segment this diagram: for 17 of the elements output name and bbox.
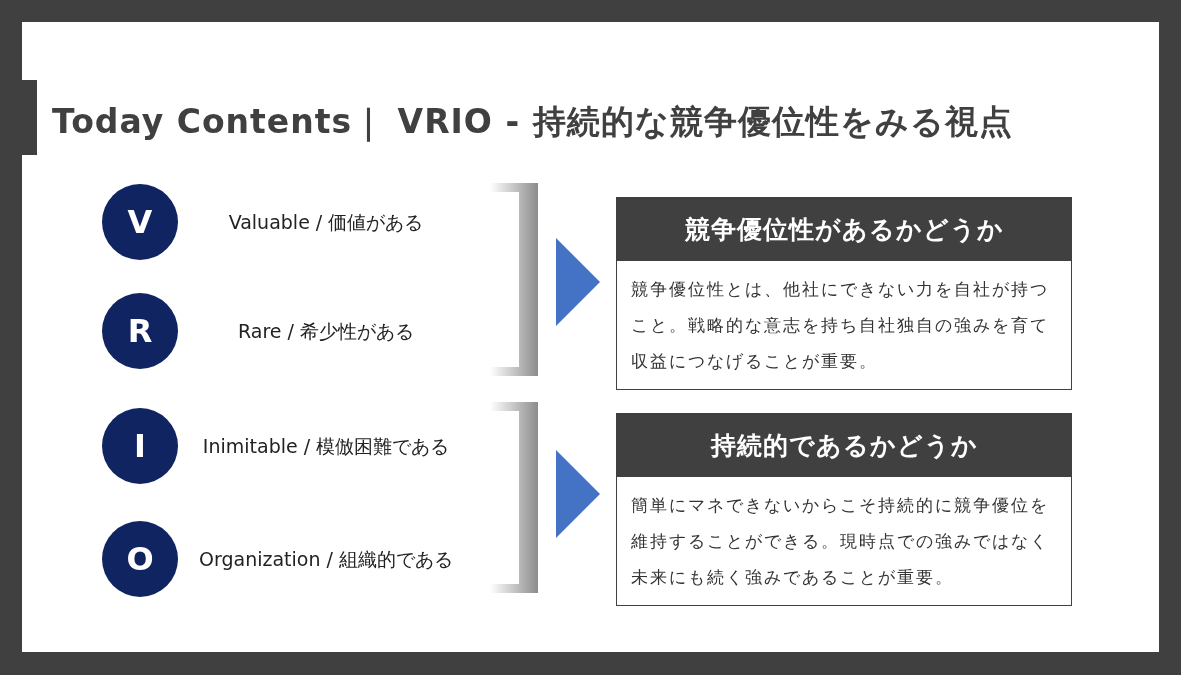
card-body-text: 簡単にマネできないからこそ持続的に競争優位を維持することができる。現時点での強みではなく未来にも続く強みであることが重要。 [630, 494, 1050, 589]
arrow [556, 238, 600, 326]
explanation-card [616, 413, 1072, 606]
explanation-card [616, 197, 1072, 390]
arrow [556, 450, 600, 538]
card-heading: 競争優位性があるかどうか [617, 198, 1071, 261]
criterion-label: Organization / 組織的である [198, 547, 454, 572]
card-heading: 持続的であるかどうか [617, 414, 1071, 477]
criterion-label: Valuable / 価値がある [227, 210, 425, 235]
card-body-text: 競争優位性とは、他社にできない力を自社が持つこと。戦略的な意志を持ち自社独自の強みを育て収益につなげることが重要。 [630, 278, 1050, 373]
circle-letter: I [134, 426, 146, 467]
criterion-label: Inimitable / 模倣困難である [201, 434, 451, 459]
circle-letter: O [126, 539, 154, 580]
slide-title: Today Contents｜ VRIO - 持続的な競争優位性をみる視点 [52, 101, 1013, 144]
circle-letter: R [127, 311, 153, 352]
criterion-label: Rare / 希少性がある [237, 319, 415, 344]
circle-letter: V [127, 202, 153, 243]
